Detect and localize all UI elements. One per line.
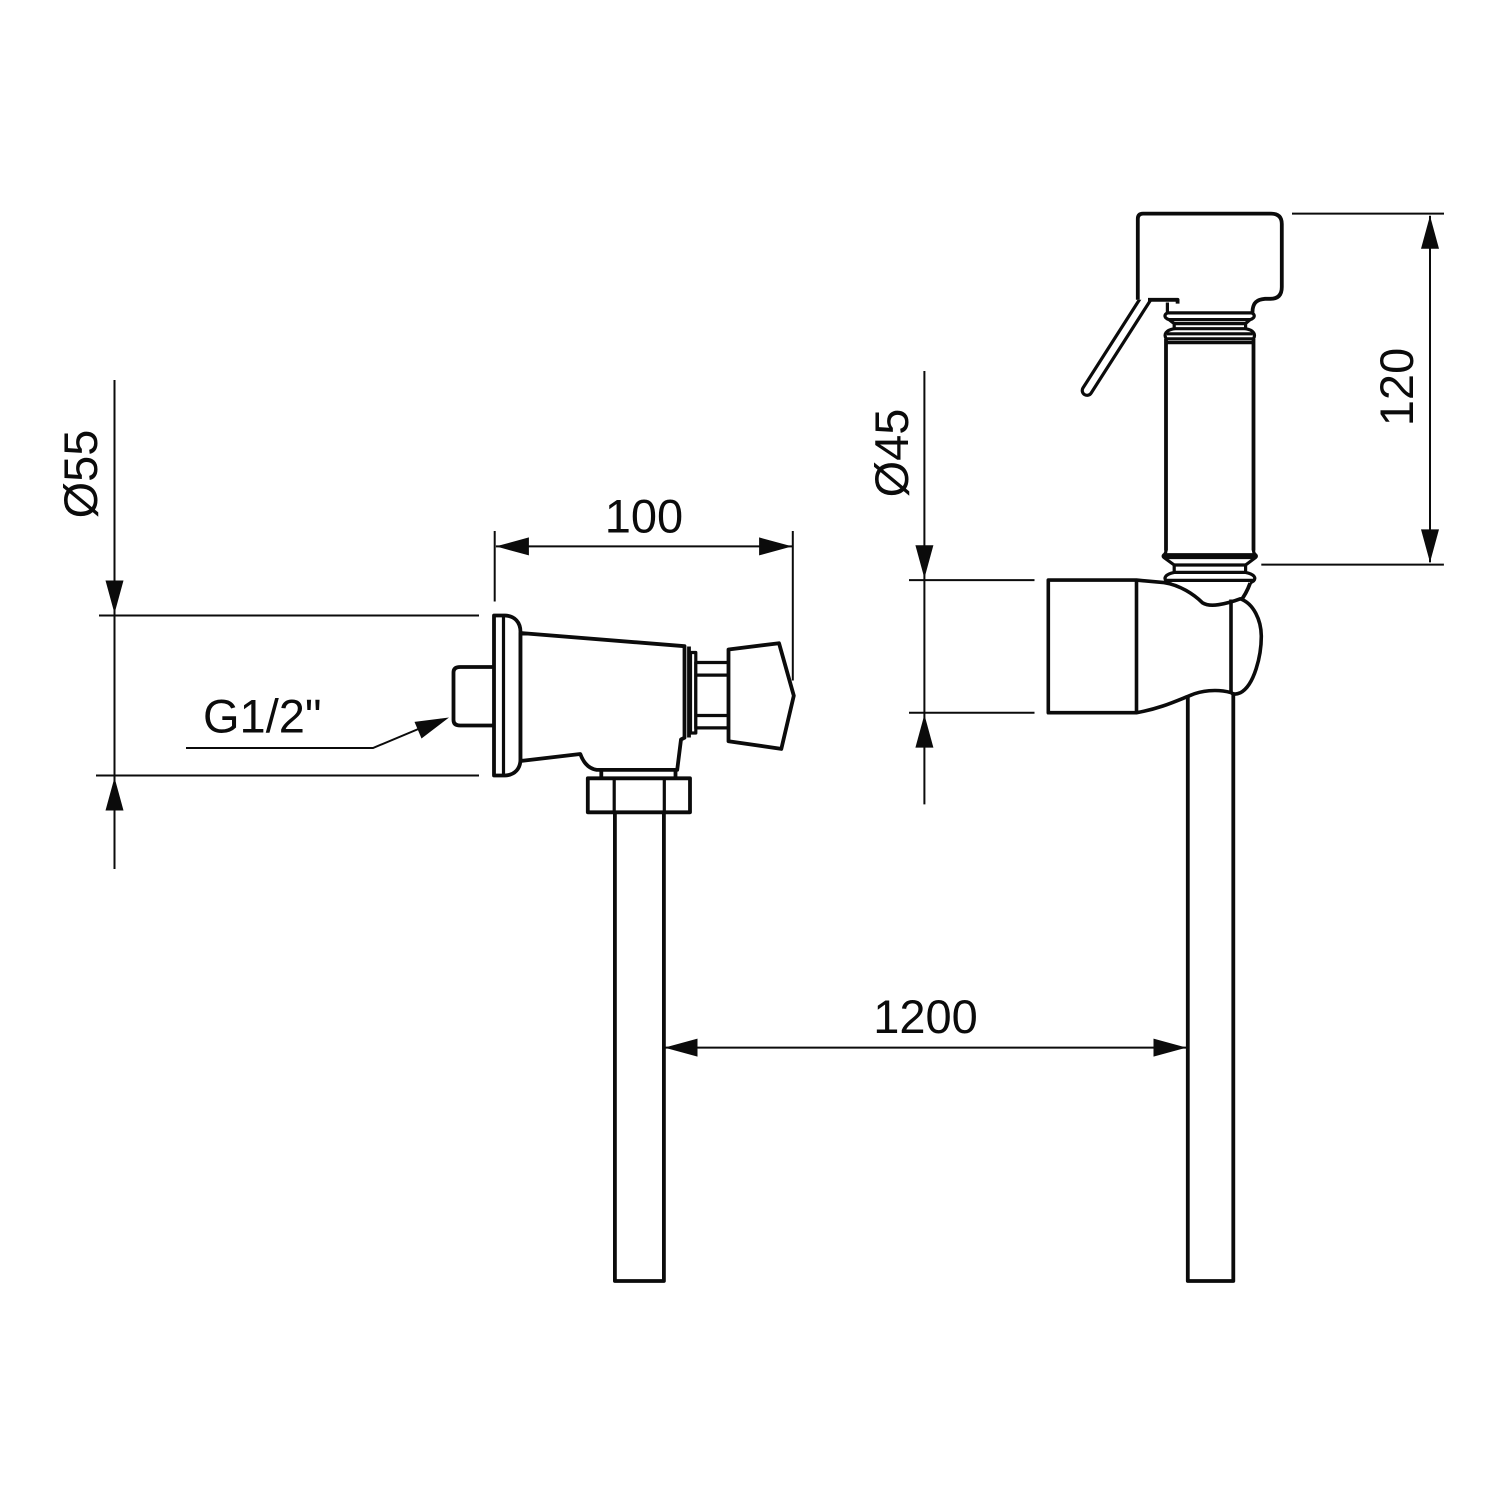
hand-spray-view xyxy=(1046,211,1284,1283)
dim-hose-length: 1200 xyxy=(664,990,1187,1057)
collar-detail-line xyxy=(1163,302,1176,340)
arrowhead xyxy=(915,714,934,748)
spray-handle xyxy=(1135,211,1284,314)
spray-handle-underside xyxy=(1148,297,1180,304)
valve-push-button xyxy=(726,641,796,751)
collar-detail-line xyxy=(1244,311,1257,340)
spray-lower-collar xyxy=(1161,549,1258,585)
arrowhead xyxy=(105,580,124,614)
valve-body xyxy=(518,631,687,772)
dim-holder-diameter: Ø45 xyxy=(865,371,1035,805)
dim-label-holder-diameter: Ø45 xyxy=(865,409,918,498)
holder-cup xyxy=(1046,578,1264,715)
arrowhead xyxy=(759,537,793,556)
dim-valve-flange-diameter: Ø55 xyxy=(54,380,479,869)
dim-label-valve-depth: 100 xyxy=(605,490,683,543)
dim-label-flange-diameter: Ø55 xyxy=(54,430,107,519)
dim-label-spray-length: 120 xyxy=(1370,348,1423,426)
arrowhead xyxy=(664,1038,698,1057)
arrowhead xyxy=(1153,1038,1187,1057)
spray-body-silhouette xyxy=(1137,213,1282,607)
arrowhead xyxy=(414,717,449,739)
dim-valve-depth: 100 xyxy=(493,490,794,681)
arrowhead xyxy=(1421,529,1439,563)
arrowhead xyxy=(495,537,529,556)
valve-inlet-stub xyxy=(451,665,494,728)
valve-outlet-nut xyxy=(585,776,692,815)
arrowhead xyxy=(1421,215,1439,249)
arrowhead xyxy=(915,545,934,579)
dim-label-inlet-thread: G1/2" xyxy=(203,690,322,743)
valve-flange xyxy=(492,613,523,778)
valve-flush-pipe xyxy=(613,812,666,1283)
dim-label-hose-length: 1200 xyxy=(873,990,978,1043)
valve-neck xyxy=(694,660,731,730)
dimension-annotations: Ø55 100 G1/2" Ø45 xyxy=(54,212,1444,1057)
spray-hose xyxy=(1185,691,1236,1283)
callout-inlet-thread: G1/2" xyxy=(186,690,449,749)
spray-upper-collar xyxy=(1163,302,1257,341)
spray-trigger-lever xyxy=(1080,291,1153,397)
dim-spray-length: 120 xyxy=(1261,212,1444,566)
valve-side-view xyxy=(451,613,796,1283)
arrowhead xyxy=(105,777,124,811)
